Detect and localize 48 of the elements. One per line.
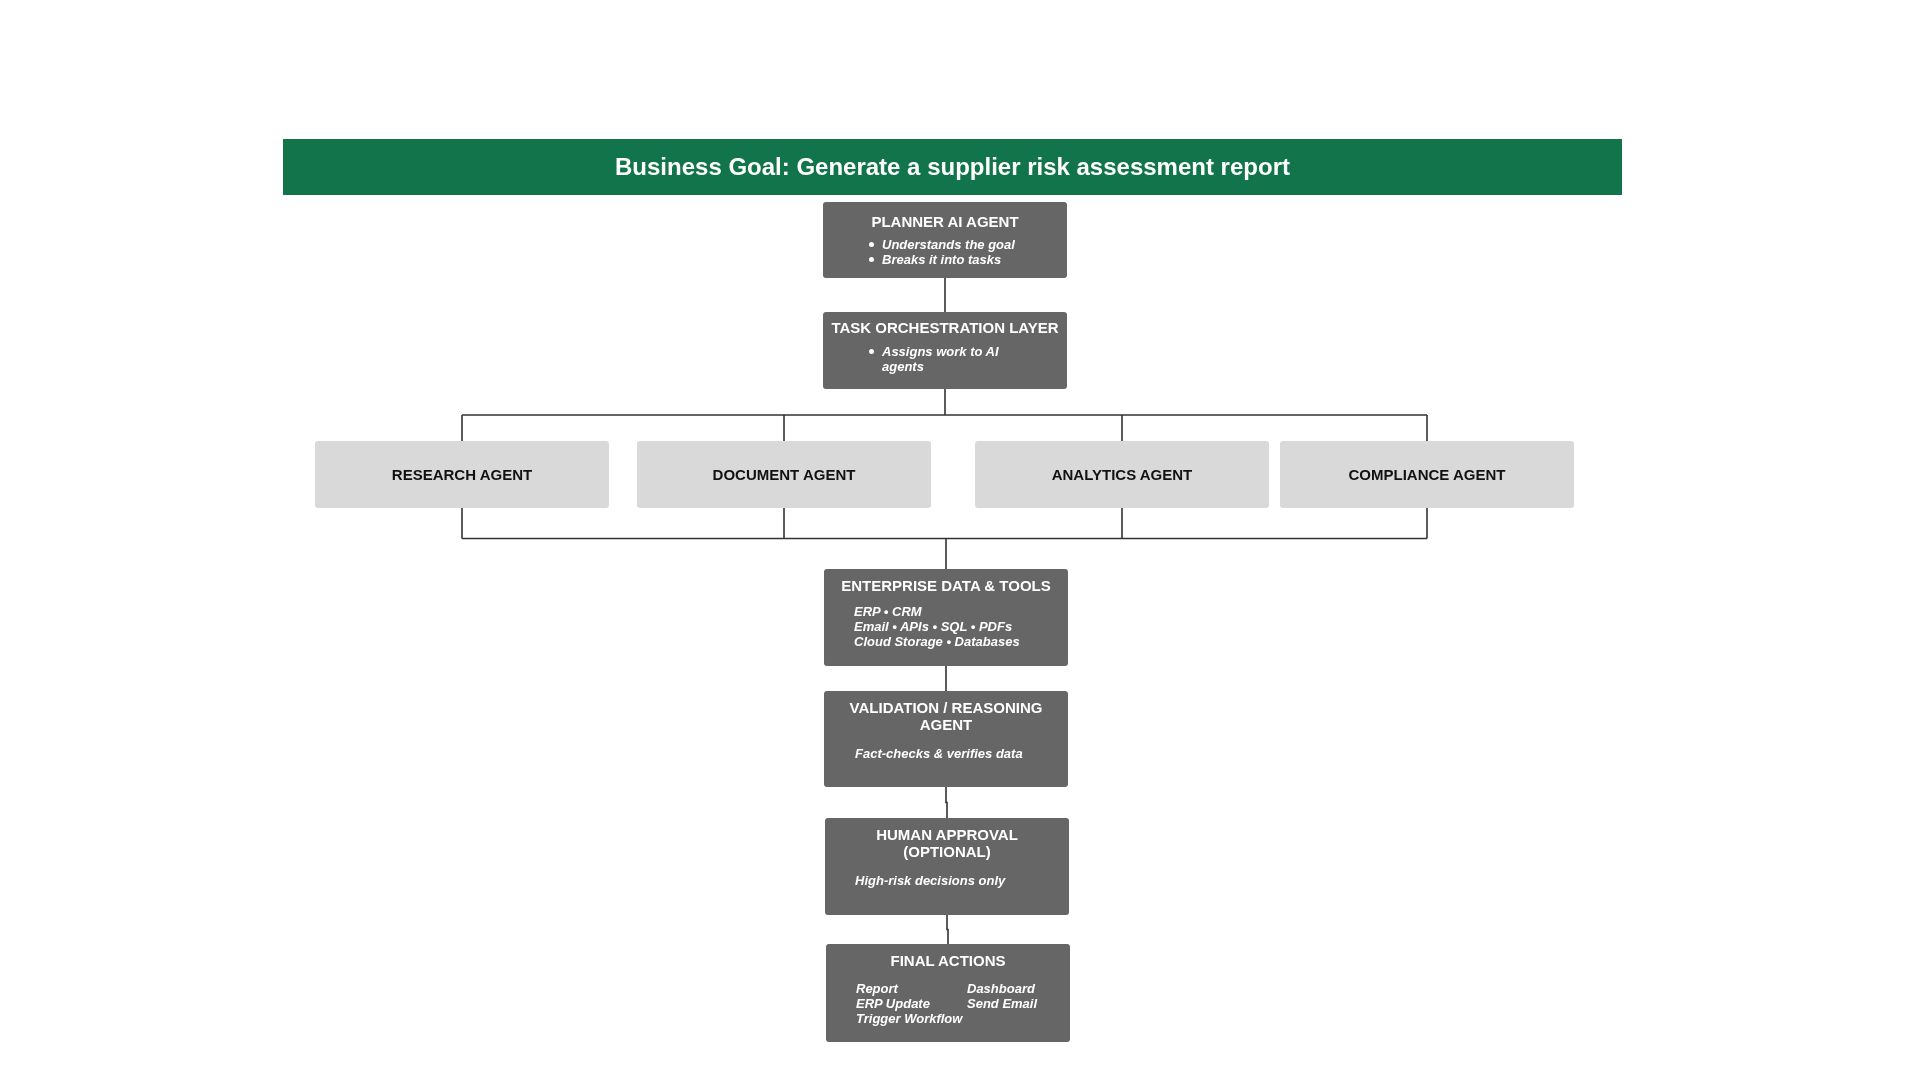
box-heading: PLANNER AI AGENT: [871, 213, 1019, 230]
process-box: [823, 312, 1067, 389]
connector-line: [461, 507, 463, 540]
agent-box: [1280, 441, 1574, 508]
connector-line: [461, 388, 1428, 416]
description-text: Fact-checks & verifies data: [855, 746, 1023, 761]
box-heading: TASK ORCHESTRATION LAYER: [831, 319, 1059, 336]
box-heading: HUMAN APPROVAL (OPTIONAL): [875, 826, 1019, 860]
description-text: High-risk decisions only: [855, 873, 1006, 888]
data-source-line: Cloud Storage • Databases: [854, 634, 1020, 649]
agent-label: RESEARCH AGENT: [391, 466, 533, 483]
bullet-text: Understands the goal: [882, 237, 1015, 252]
action-item: Send Email: [967, 996, 1038, 1011]
agent-box: [975, 441, 1269, 508]
action-item: Report: [856, 981, 898, 996]
connector-line: [783, 414, 785, 442]
connector-line: [945, 665, 947, 692]
agent-box: [637, 441, 931, 508]
connector-line: [946, 914, 949, 945]
process-box: [824, 569, 1068, 666]
process-box: [825, 818, 1069, 915]
box-heading: FINAL ACTIONS: [890, 952, 1006, 969]
connector-line: [783, 507, 785, 540]
action-item: Dashboard: [967, 981, 1035, 996]
connector-line: [944, 277, 946, 313]
action-item: ERP Update: [856, 996, 930, 1011]
agent-box: [315, 441, 609, 508]
connector-line: [1121, 414, 1123, 442]
process-box: [824, 691, 1068, 787]
data-source-line: Email • APIs • SQL • PDFs: [854, 619, 1013, 634]
box-heading: VALIDATION / REASONING AGENT: [848, 699, 1044, 733]
connector-line: [1426, 507, 1428, 540]
connector-line: [461, 537, 1428, 570]
connector-line: [945, 786, 948, 819]
connector-line: [1121, 507, 1123, 540]
action-item: Trigger Workflow: [856, 1011, 963, 1026]
bullet-text: Breaks it into tasks: [882, 252, 1002, 267]
connector-line: [461, 414, 463, 442]
title-banner: Business Goal: Generate a supplier risk assessment report: [283, 139, 1622, 195]
connector-line: [1426, 414, 1428, 442]
agent-label: COMPLIANCE AGENT: [1348, 466, 1506, 483]
process-box: [826, 944, 1070, 1042]
data-source-line: ERP • CRM: [854, 604, 922, 619]
box-heading: ENTERPRISE DATA & TOOLS: [841, 577, 1051, 594]
agent-label: DOCUMENT AGENT: [712, 466, 856, 483]
bullet-text: Assigns work to AI agents: [882, 344, 1000, 374]
agent-label: ANALYTICS AGENT: [1051, 466, 1193, 483]
process-box: [823, 202, 1067, 278]
